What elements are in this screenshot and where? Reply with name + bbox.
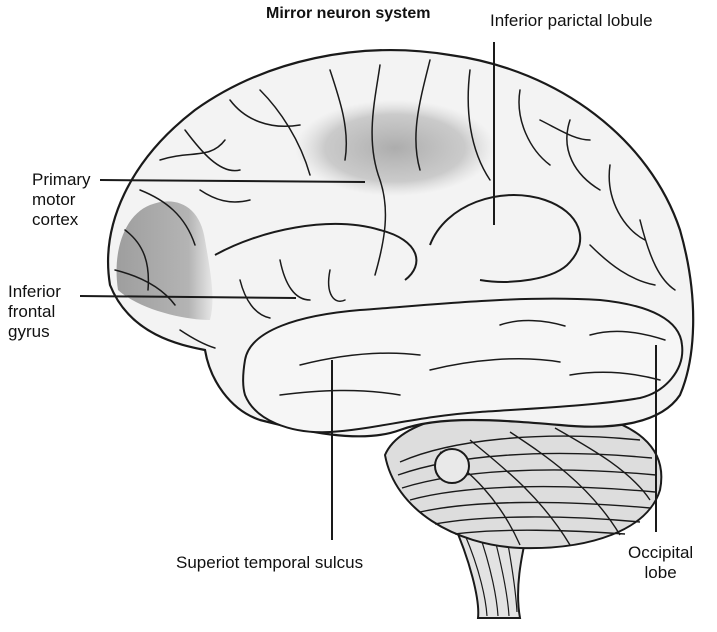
cerebellum — [383, 408, 663, 550]
leader-inferior-frontal — [79, 295, 297, 299]
label-line: Primary — [32, 170, 91, 189]
parietal-fold — [429, 194, 582, 283]
label-primary-motor-cortex: Primary motor cortex — [32, 170, 91, 230]
callout-lines — [79, 42, 657, 540]
label-line: Occipital — [628, 543, 694, 562]
diagram-title: Mirror neuron system — [266, 5, 431, 22]
label-line: lobe — [644, 563, 677, 582]
leader-primary-motor — [99, 179, 366, 183]
label-line: gyrus — [8, 322, 50, 341]
cerebellum-node — [434, 448, 470, 484]
label-superior-temporal-sulcus: Superiot temporal sulcus — [176, 553, 364, 572]
label-line: motor — [32, 190, 76, 209]
label-line: frontal — [8, 302, 56, 321]
label-occipital-lobe: Occipital lobe — [628, 543, 693, 583]
label-inferior-parietal-lobule: Inferior parictal lobule — [490, 11, 653, 30]
sulci-lines — [114, 59, 676, 396]
label-line: cortex — [32, 210, 79, 229]
label-line: Inferior — [8, 282, 61, 301]
temporal-lobe — [242, 297, 684, 434]
label-inferior-frontal-gyrus: Inferior frontal gyrus — [8, 282, 61, 342]
